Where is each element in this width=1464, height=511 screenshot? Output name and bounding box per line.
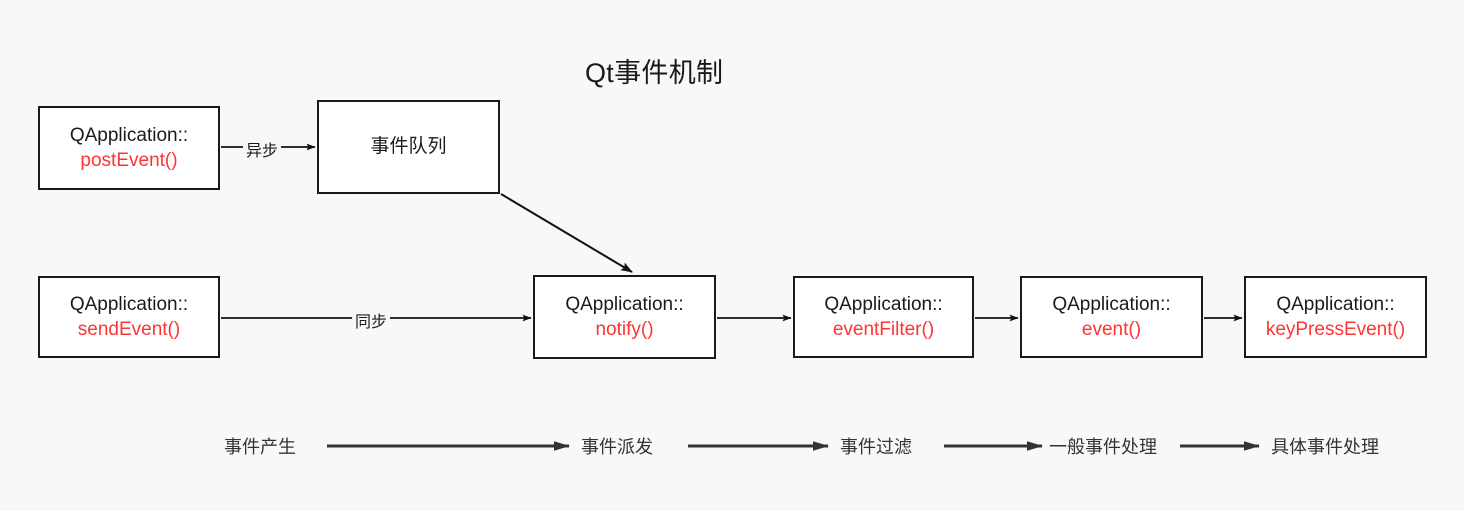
node-send-event[interactable]: QApplication:: sendEvent() [38, 276, 220, 358]
node-event-filter-line2: eventFilter() [832, 319, 935, 340]
edge-label-async: 异步 [243, 137, 282, 161]
node-event-line1: QApplication:: [1052, 293, 1171, 315]
node-event-filter-line1: QApplication:: [824, 293, 943, 315]
node-event-filter[interactable]: QApplication:: eventFilter() [793, 276, 974, 358]
node-notify-line1: QApplication:: [565, 293, 684, 315]
node-post-event-line2: postEvent() [80, 150, 178, 171]
node-notify[interactable]: QApplication:: notify() [533, 275, 716, 359]
node-event-queue[interactable]: 事件队列 [317, 100, 500, 194]
node-send-event-line1: QApplication:: [69, 293, 189, 315]
legend-step-4: 一般事件处理 [1049, 437, 1157, 457]
node-key-press-event[interactable]: QApplication:: keyPressEvent() [1244, 276, 1427, 358]
node-post-event[interactable]: QApplication:: postEvent() [38, 106, 220, 190]
edge-label-sync: 同步 [352, 308, 391, 332]
node-event[interactable]: QApplication:: event() [1020, 276, 1203, 358]
legend-step-1: 事件产生 [224, 437, 296, 457]
connector-queue-to-notify [500, 193, 633, 273]
node-event-line2: event() [1081, 319, 1142, 340]
legend-step-2: 事件派发 [581, 437, 653, 457]
legend-step-5: 具体事件处理 [1271, 437, 1379, 457]
node-event-queue-label: 事件队列 [370, 136, 447, 158]
node-notify-line2: notify() [595, 319, 654, 340]
node-key-press-event-line2: keyPressEvent() [1265, 319, 1406, 340]
page-title: Qt事件机制 [585, 58, 724, 88]
node-send-event-line2: sendEvent() [77, 319, 181, 340]
node-post-event-line1: QApplication:: [69, 124, 189, 146]
legend-step-3: 事件过滤 [840, 437, 912, 457]
node-key-press-event-line1: QApplication:: [1276, 293, 1395, 315]
